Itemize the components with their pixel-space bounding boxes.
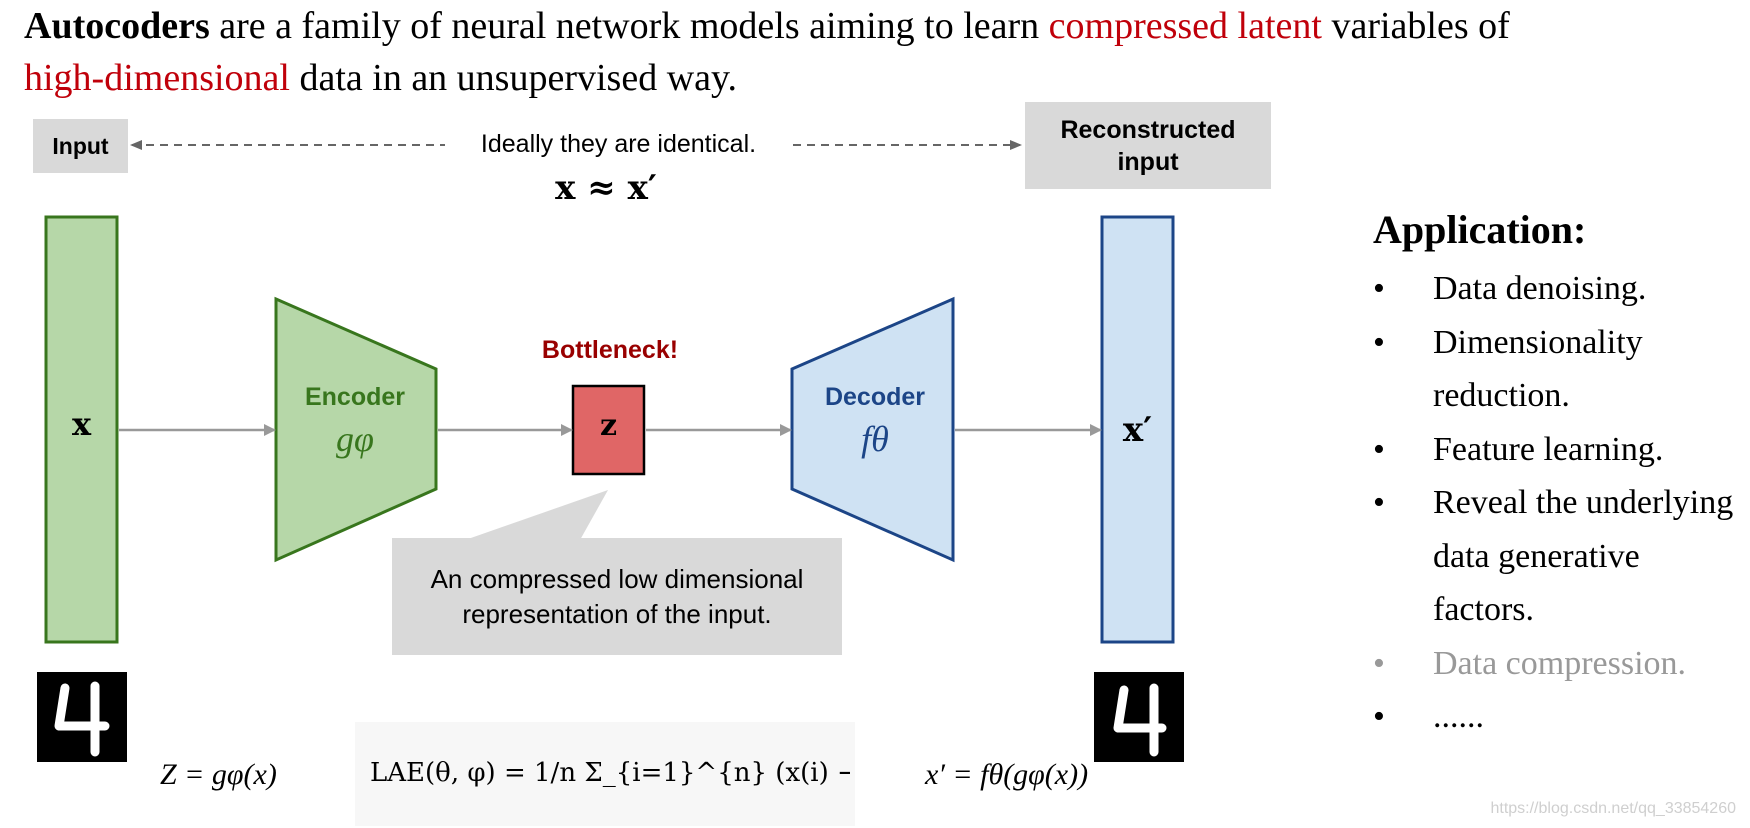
callout-line1: An compressed low dimensional — [430, 564, 804, 594]
output-vector-bar — [1100, 215, 1175, 644]
watermark: https://blog.csdn.net/qq_33854260 — [1490, 800, 1736, 817]
input-label-box: Input — [33, 119, 128, 173]
application-item: •Dimensionality reduction. — [1373, 323, 1643, 415]
bottleneck-label: Bottleneck! — [541, 336, 679, 364]
encoder-function: gφ — [336, 419, 374, 459]
reconstructed-label-box: Reconstructed input — [1025, 102, 1271, 189]
digit-four-icon — [1113, 683, 1167, 757]
application-list: •Data denoising. •Dimensionality reducti… — [1373, 262, 1743, 744]
headline-part2: variables of — [1321, 5, 1510, 47]
loss-formula-background — [355, 722, 855, 826]
reconstructed-label-line1: Reconstructed — [1060, 115, 1236, 144]
decoder-label: Decoder — [824, 383, 926, 411]
headline-bold-word: Autocoders — [24, 5, 210, 47]
digit-four-icon — [54, 681, 110, 757]
encoder-shape — [274, 296, 438, 563]
z-equation: Z = gφ(x) — [160, 758, 277, 791]
decoder-function: fθ — [861, 419, 889, 459]
encoder-label: Encoder — [304, 383, 406, 411]
application-item: •Data compression. — [1373, 644, 1687, 682]
headline-red1: compressed latent — [1048, 5, 1322, 47]
reconstructed-label-line2: input — [1117, 147, 1179, 176]
headline-red2: high-dimensional — [24, 57, 290, 99]
callout-pointer — [468, 490, 608, 540]
application-item: •Data denoising. — [1373, 270, 1647, 307]
z-symbol: z — [599, 408, 618, 443]
x-prime-equation: x′ = fθ(gφ(x)) — [925, 758, 1089, 791]
application-title: Application: — [1373, 207, 1587, 252]
application-item: •Reveal the underlying data generative f… — [1373, 484, 1734, 628]
callout-box — [392, 538, 842, 655]
application-item: •Feature learning. — [1373, 430, 1664, 468]
input-label: Input — [52, 132, 109, 159]
headline-part3: data in an unsupervised way. — [289, 57, 738, 99]
approx-equal-formula: x ≈ x′ — [555, 168, 657, 208]
bottleneck-z-box — [571, 384, 646, 476]
loss-equation: LAE(θ, φ) = 1/n Σ_{i=1}^{n} (x(i) − fθ(g… — [370, 758, 850, 788]
callout-text: An compressed low dimensional representa… — [392, 562, 842, 632]
headline: Autocoders are a family of neural networ… — [24, 0, 1724, 104]
decoder-shape — [790, 296, 955, 563]
input-digit-image — [37, 672, 127, 762]
identical-text: Ideally they are identical. — [480, 130, 757, 158]
application-item: •...... — [1373, 698, 1484, 735]
x-symbol: x — [71, 405, 92, 443]
callout-line2: representation of the input. — [462, 599, 772, 629]
x-prime-symbol: x′ — [1122, 410, 1153, 450]
output-digit-image — [1094, 672, 1184, 762]
headline-part1: are a family of neural network models ai… — [209, 5, 1049, 47]
input-vector-bar — [44, 215, 119, 644]
